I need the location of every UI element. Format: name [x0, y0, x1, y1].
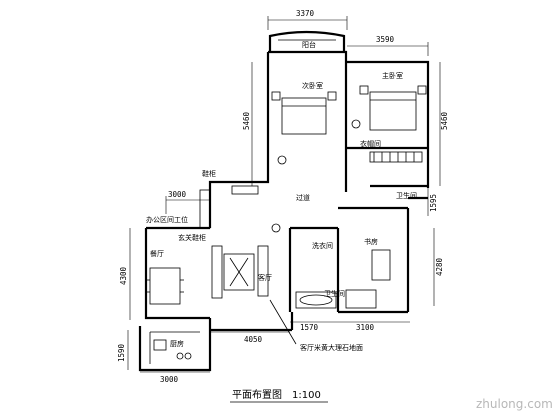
dim-left-upper: 5460 [242, 111, 251, 130]
watermark: zhulong.com [476, 397, 553, 411]
dim-bottom-left: 3000 [160, 375, 179, 384]
drawing-title: 平面布置图 [232, 389, 282, 401]
dim-top-left: 3370 [296, 9, 315, 18]
dim-right-lower: 4280 [435, 257, 444, 276]
room-second-bedroom: 次卧室 [302, 81, 323, 90]
dim-left-lower: 4300 [119, 266, 128, 285]
room-guest-bath: 卫生间 [324, 289, 345, 298]
label-dining-note: 办公区间工位 [146, 215, 188, 224]
dim-bottom-mid: 4050 [244, 335, 263, 344]
room-living: 客厅 [258, 273, 272, 282]
label-entrance-shoe: 玄关鞋柜 [178, 233, 206, 242]
walls [138, 30, 430, 372]
room-dining: 餐厅 [150, 249, 164, 258]
dim-left-mid: 3000 [168, 190, 187, 199]
room-study: 书房 [364, 237, 378, 246]
room-kitchen: 厨房 [170, 339, 184, 348]
label-shoe-cabinet: 鞋柜 [202, 169, 216, 178]
dim-right-upper: 5460 [440, 111, 449, 130]
furniture [146, 85, 427, 360]
dim-bottom-r2: 3100 [356, 323, 375, 332]
floor-material-note: 客厅米黄大理石地面 [300, 343, 363, 352]
room-laundry: 洗衣间 [312, 241, 333, 250]
dim-bottom-r1: 1570 [300, 323, 319, 332]
room-balcony: 阳台 [302, 40, 316, 49]
dimension-lines [127, 16, 441, 373]
room-master-bath: 卫生间 [396, 191, 417, 200]
room-master-bedroom: 主卧室 [382, 71, 403, 80]
dim-top-right: 3590 [376, 35, 395, 44]
dim-left-bottom: 1590 [117, 343, 126, 362]
room-walkin-closet: 衣帽间 [360, 139, 381, 148]
dim-right-small: 1595 [429, 194, 438, 212]
drawing-scale: 1:100 [292, 390, 321, 401]
room-corridor: 过道 [296, 193, 310, 202]
